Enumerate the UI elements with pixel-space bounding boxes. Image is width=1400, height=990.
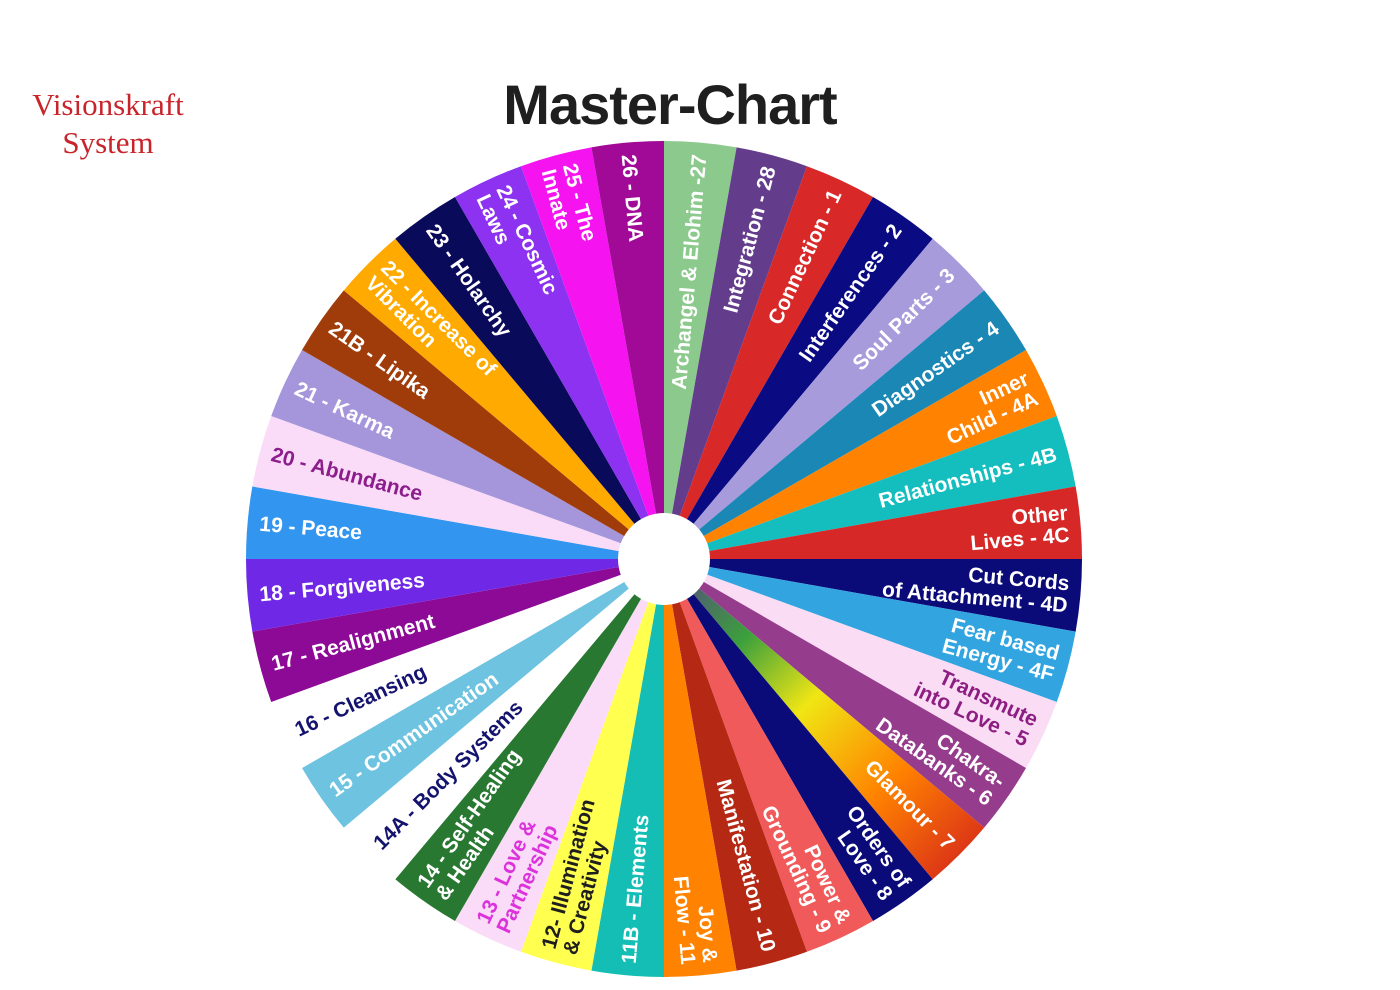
- segment-soul-parts-3: [664, 238, 985, 559]
- segment-orders-of-love-8: [664, 559, 933, 921]
- segment-cut-cords-of-attachment-4d: [664, 559, 1082, 632]
- segment-chakra-databanks-6: [664, 559, 1026, 828]
- segment-12-illumination-creativity: [521, 559, 664, 971]
- segment-14-self-healing-health: [395, 559, 664, 921]
- segment-manifestation-10: [664, 559, 807, 971]
- wheel-segments: [246, 141, 1082, 977]
- segment-24-cosmic-laws: [455, 166, 664, 559]
- segment-label-line: Other: [1011, 502, 1069, 530]
- segment-22-increase-of-vibration: [343, 238, 664, 559]
- segment-interferences-2: [664, 197, 933, 559]
- brand-line-1: Visionskraft: [32, 87, 184, 122]
- segment-diagnostics-4: [664, 290, 1026, 559]
- segment-transmute-into-love-5: [664, 559, 1057, 768]
- segment-20-abundance: [252, 416, 665, 559]
- segment-glamour-7: [664, 559, 985, 880]
- brand-logo-text: Visionskraft System: [26, 86, 190, 162]
- segment-fear-based-energy-4f: [664, 559, 1076, 702]
- segment-25-the-innate: [521, 147, 664, 560]
- segment-power-grounding-9: [664, 559, 873, 952]
- segment-inner-child-4a: [664, 350, 1057, 559]
- segment-21b-lipika: [302, 290, 664, 559]
- segment-19-peace: [246, 486, 664, 559]
- page-title: Master-Chart: [503, 73, 837, 136]
- segment-other-lives-4c: [664, 486, 1082, 559]
- segment-11b-elements: [591, 559, 664, 977]
- segment-15-communication: [302, 559, 664, 828]
- wheel-center-hole: [618, 513, 710, 605]
- brand-line-2: System: [62, 125, 154, 160]
- segment-21-karma: [271, 350, 664, 559]
- segment-archangel-elohim-27: [664, 141, 737, 559]
- segment-14a-body-systems: [343, 559, 664, 880]
- segment-17-realignment: [252, 559, 665, 702]
- segment-relationships-4b: [664, 416, 1076, 559]
- segment-23-holarchy: [395, 197, 664, 559]
- segment-connection-1: [664, 166, 873, 559]
- segment-joy-flow-11: [664, 559, 737, 977]
- segment-26-dna: [591, 141, 664, 559]
- segment-16-cleansing: [271, 559, 664, 768]
- segment-13-love-partnership: [455, 559, 664, 952]
- segment-18-forgiveness: [246, 559, 664, 632]
- segment-integration-28: [664, 147, 807, 560]
- segment-label-line: Joy &: [693, 905, 721, 964]
